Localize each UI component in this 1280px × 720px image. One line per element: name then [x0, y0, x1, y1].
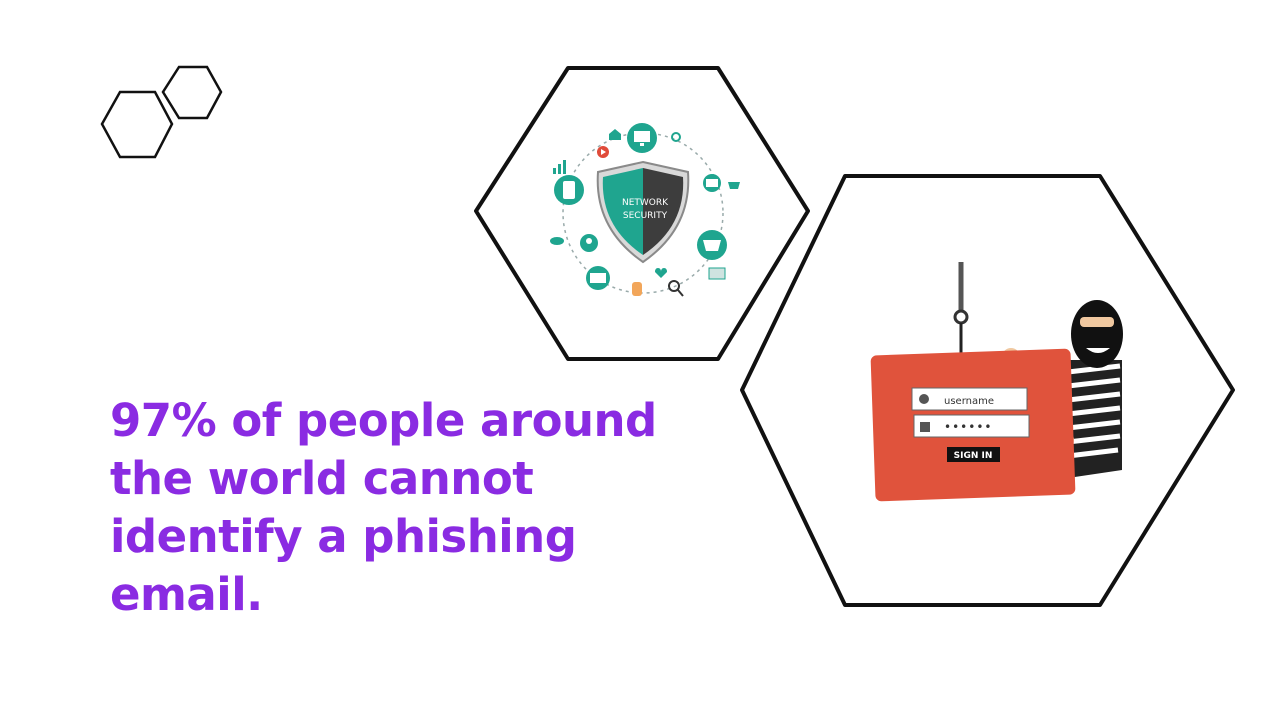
phishing-hexagon: username •••••• SIGN IN: [740, 174, 1235, 607]
hexagon-outline-small: [100, 90, 174, 159]
decorative-hexagons: [100, 65, 223, 159]
shield-label-line1: NETWORK: [622, 198, 669, 208]
network-security-hexagon: NETWORK SECURITY: [474, 66, 810, 361]
search-icon: [668, 280, 684, 297]
heart-icon: [655, 268, 667, 278]
signin-button-label: SIGN IN: [954, 451, 993, 461]
mail-icon: [703, 174, 721, 192]
person-icon: [580, 234, 598, 252]
username-field: username: [911, 387, 1028, 411]
headline-line: 97% of people around: [110, 394, 657, 447]
headline-line: the world cannot: [110, 452, 534, 505]
user-icon: [919, 394, 929, 404]
lock-icon: [920, 422, 930, 432]
hand-icon: [632, 282, 642, 296]
shield-label-line2: SECURITY: [623, 211, 668, 221]
play-icon: [597, 146, 609, 158]
password-field-mask: ••••••: [944, 420, 992, 434]
cloud-icon: [550, 237, 564, 245]
gear-icon: [671, 132, 681, 142]
password-field: ••••••: [913, 414, 1030, 438]
home-icon: [609, 129, 621, 140]
cart-icon: [728, 182, 740, 189]
phishing-login-card: username •••••• SIGN IN: [870, 348, 1076, 502]
orbit-ring: [562, 132, 724, 294]
headline-line: identify a phishing: [110, 510, 577, 563]
headline-statistic: 97% of people around the world cannot id…: [110, 392, 670, 624]
card-icon: [586, 266, 610, 290]
username-field-label: username: [944, 396, 994, 407]
hexagon-outline-small: [161, 65, 223, 120]
book-icon: [708, 267, 726, 280]
monitor-icon: [627, 123, 657, 153]
headline-line: email.: [110, 568, 263, 621]
shield-icon: NETWORK SECURITY: [596, 160, 690, 264]
signin-button: SIGN IN: [947, 447, 1000, 462]
chart-icon: [553, 160, 566, 174]
shopping-basket-icon: [697, 230, 727, 260]
tablet-icon: [554, 175, 584, 205]
